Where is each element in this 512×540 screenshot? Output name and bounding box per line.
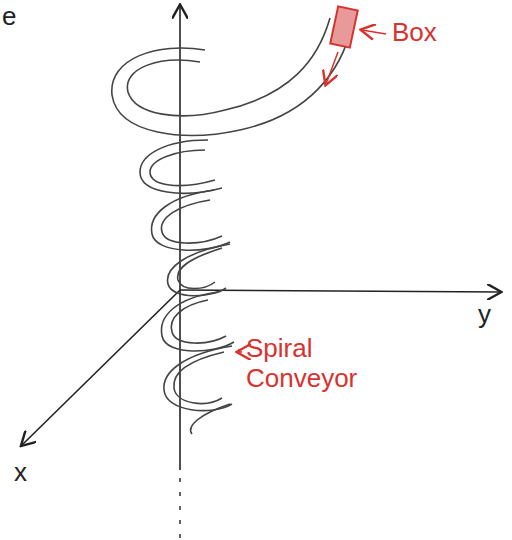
- part-label: Spiral Conveyor: [246, 334, 356, 394]
- axis-label: x: [14, 458, 27, 488]
- part-label: Box: [392, 18, 437, 48]
- fragment-text: e: [2, 2, 16, 32]
- axis-label: y: [478, 300, 491, 330]
